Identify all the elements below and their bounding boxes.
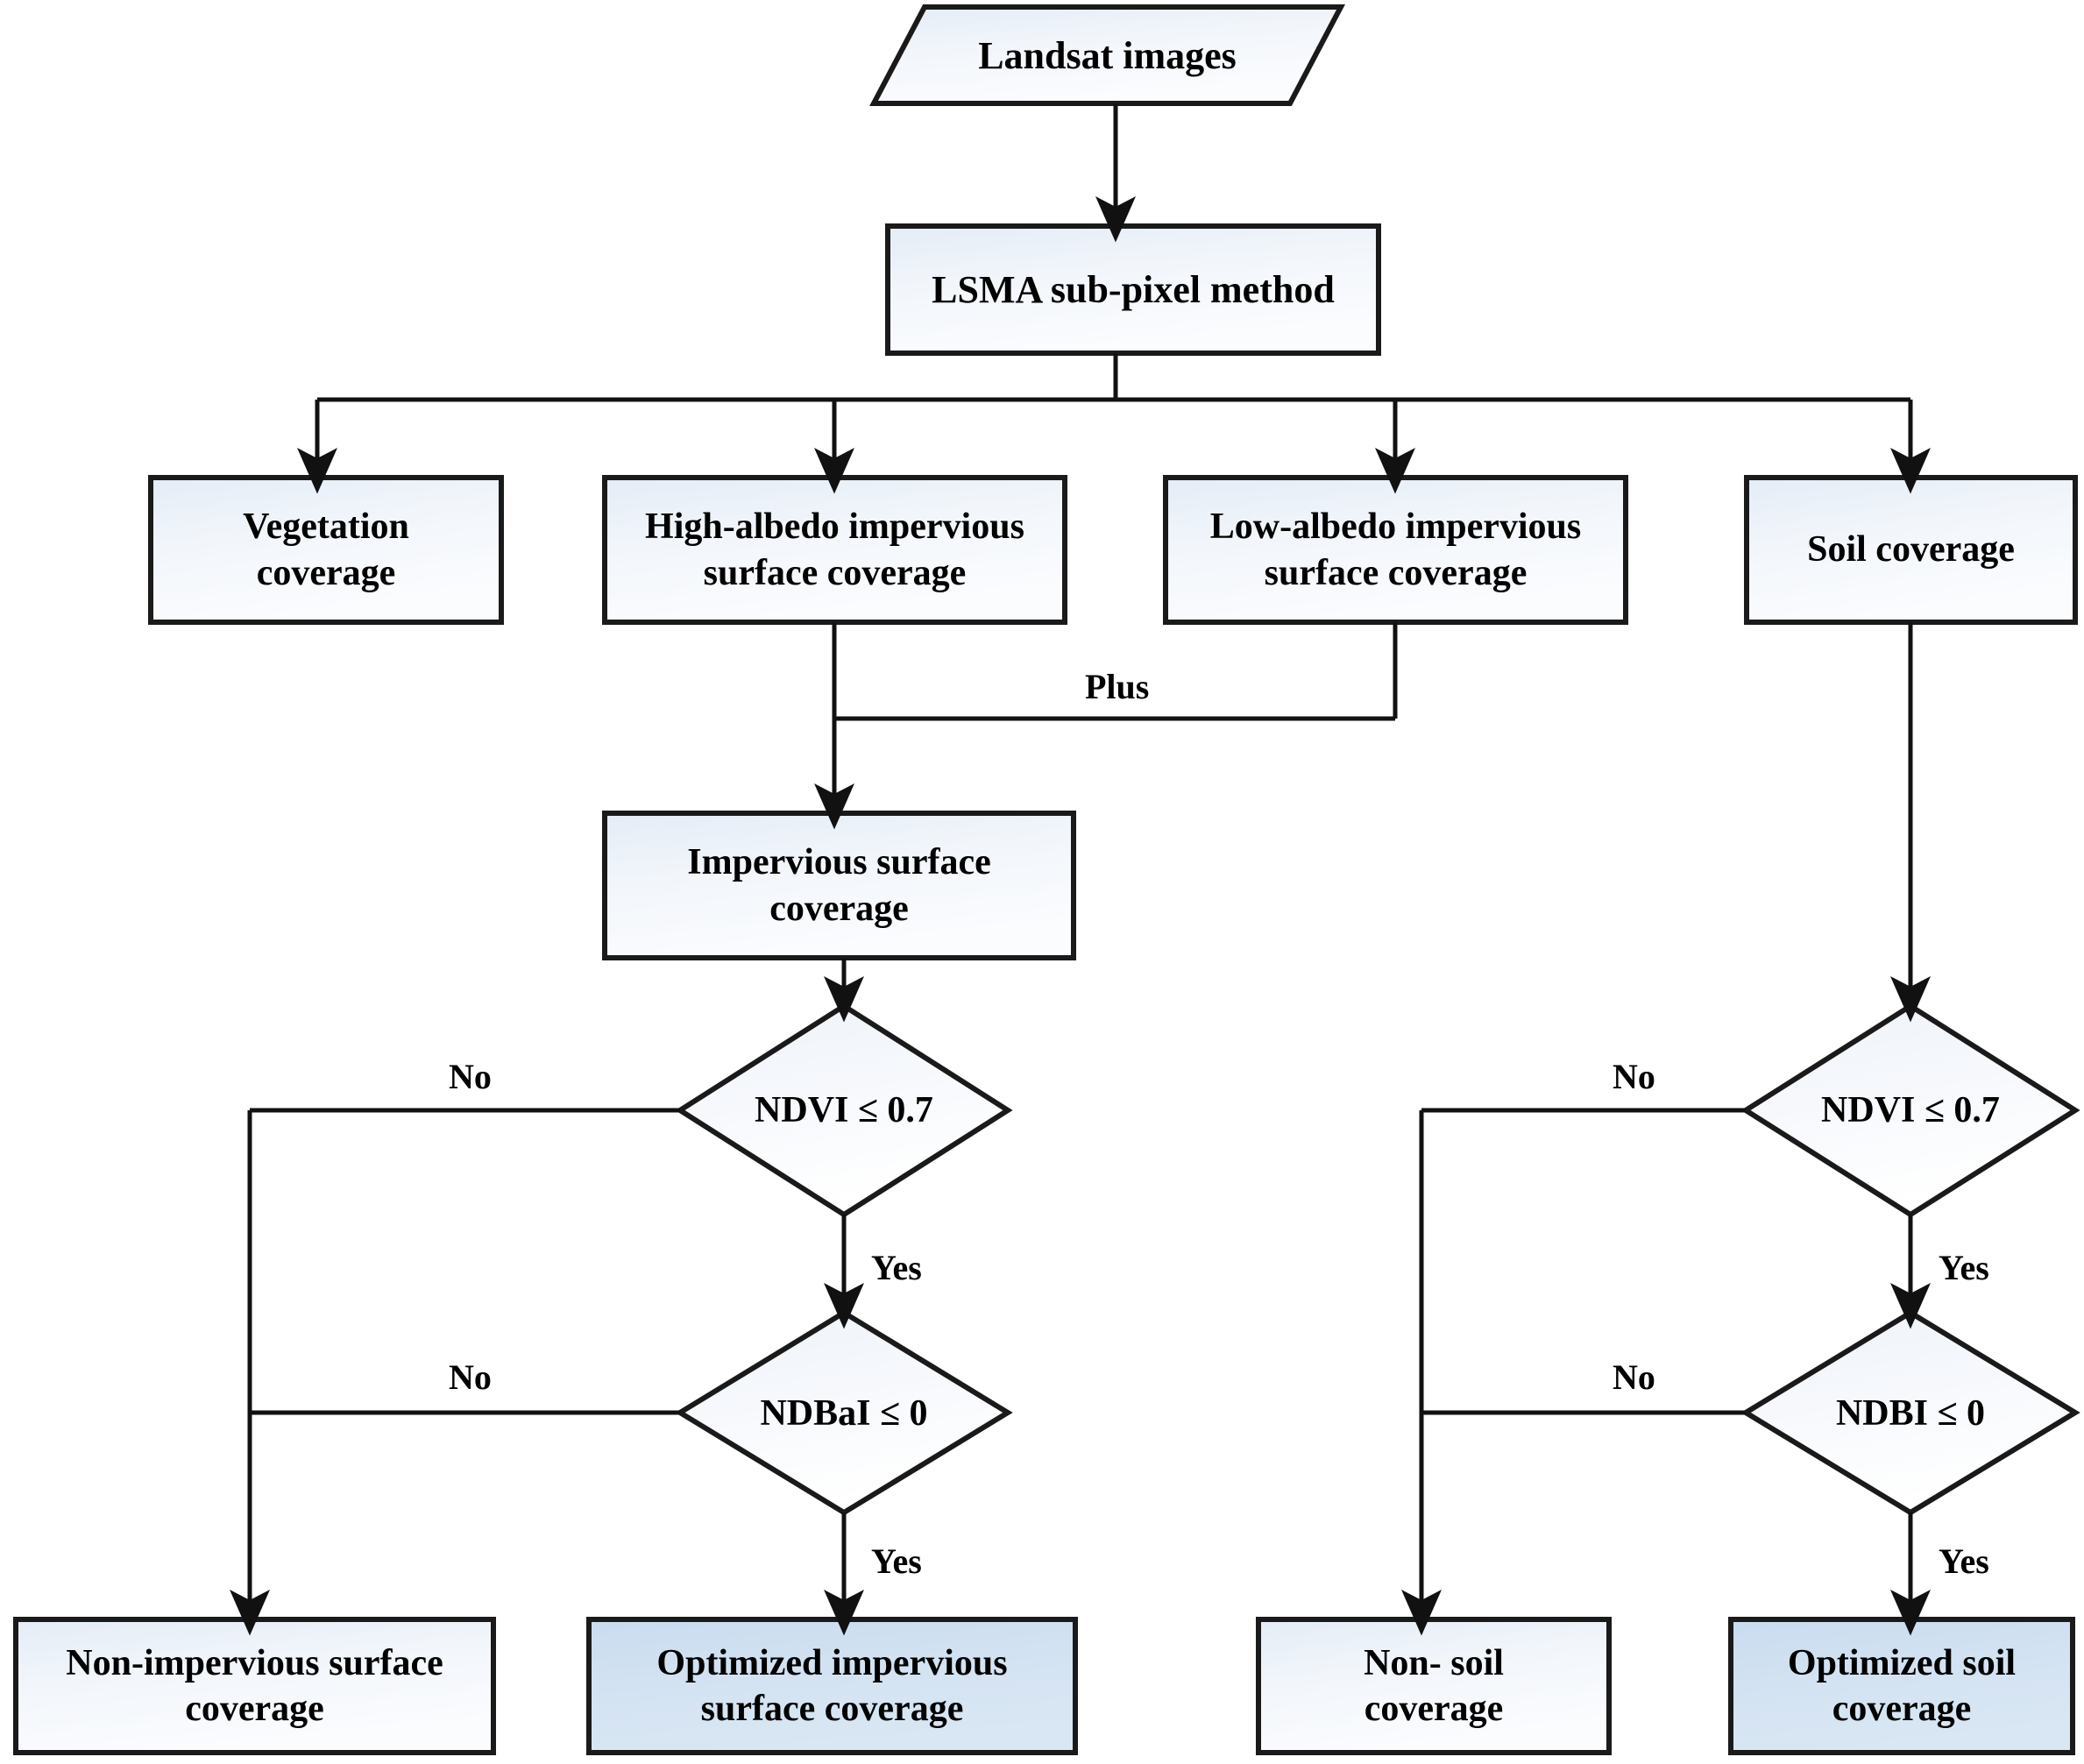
node-vegetation-coverage bbox=[148, 475, 504, 625]
edge-label-yes-left-ndvi: Yes bbox=[871, 1248, 922, 1287]
node-optimized-soil-coverage bbox=[1728, 1617, 2075, 1755]
node-non-soil-coverage bbox=[1256, 1617, 1612, 1755]
node-non-impervious-coverage bbox=[13, 1617, 496, 1755]
edge-label-no-right-ndbi: No bbox=[1613, 1357, 1655, 1397]
edge-label-yes-right-ndvi: Yes bbox=[1939, 1248, 1989, 1287]
edge-label-plus: Plus bbox=[1085, 667, 1150, 706]
node-decision-ndvi-left bbox=[675, 1002, 1013, 1218]
node-soil-coverage bbox=[1744, 475, 2078, 625]
edge-label-no-left-ndvi: No bbox=[449, 1057, 492, 1096]
edge-label-no-left-ndbai: No bbox=[449, 1357, 492, 1397]
node-lsma-method bbox=[885, 223, 1381, 356]
connector-group bbox=[230, 103, 1931, 1636]
node-landsat-images bbox=[869, 4, 1345, 106]
node-decision-ndbai bbox=[675, 1309, 1013, 1516]
node-decision-ndvi-right bbox=[1740, 1002, 2080, 1218]
node-optimized-impervious-coverage bbox=[586, 1617, 1078, 1755]
node-high-albedo-coverage bbox=[602, 475, 1067, 625]
edge-label-no-right-ndvi: No bbox=[1613, 1057, 1655, 1096]
node-decision-ndbi bbox=[1740, 1309, 2080, 1516]
node-low-albedo-coverage bbox=[1163, 475, 1628, 625]
edge-label-yes-left-ndbai: Yes bbox=[871, 1541, 922, 1581]
edge-label-yes-right-ndbi: Yes bbox=[1939, 1541, 1989, 1581]
node-impervious-surface-coverage bbox=[602, 811, 1076, 960]
